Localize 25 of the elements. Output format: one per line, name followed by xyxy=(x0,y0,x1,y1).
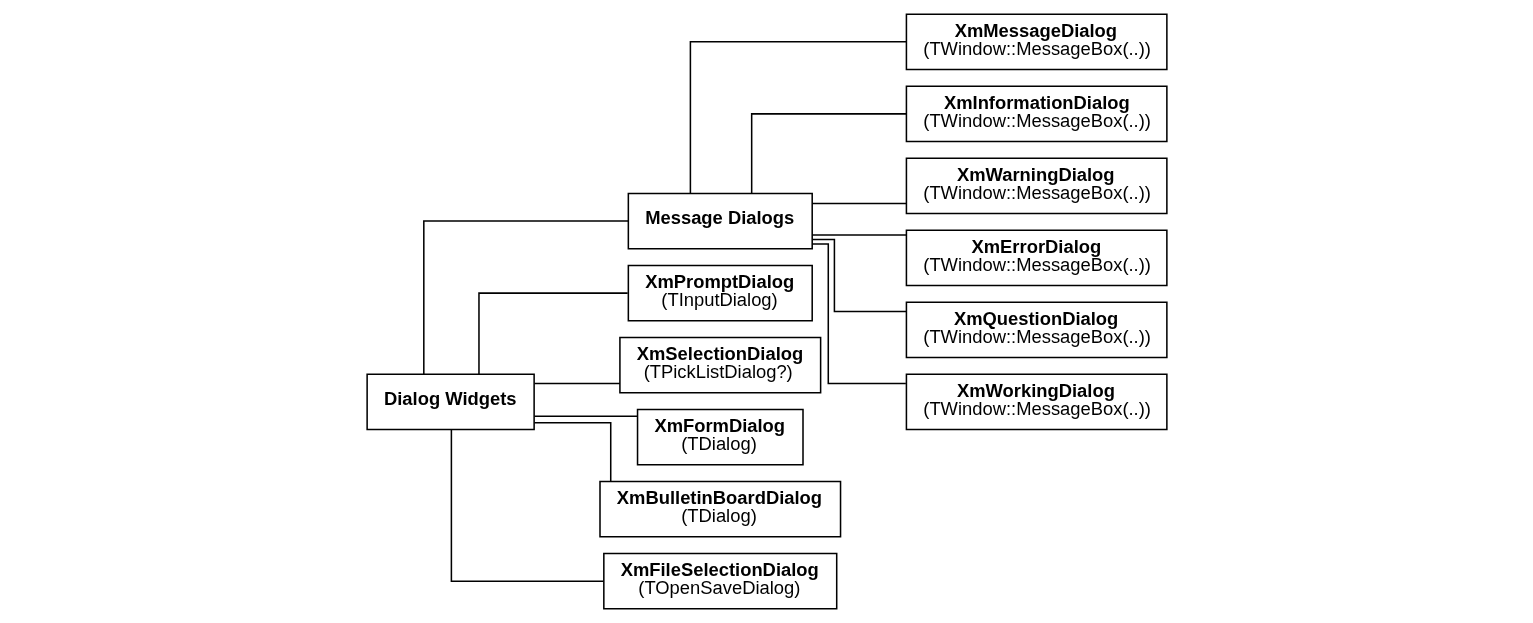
node-box: XmWarningDialog (TWindow::MessageBox(..)) xyxy=(905,157,1168,215)
node-box: Message Dialogs xyxy=(627,192,813,250)
connector xyxy=(811,243,907,385)
connector xyxy=(811,238,907,313)
connector xyxy=(533,422,611,483)
node-box: XmPromptDialog (TInputDialog) xyxy=(627,264,813,322)
node-box: Dialog Widgets xyxy=(365,373,535,431)
node-box: XmBulletinBoardDialog (TDialog) xyxy=(598,480,841,538)
node-box: XmInformationDialog (TWindow::MessageBox(..)) xyxy=(905,85,1168,143)
connector xyxy=(810,202,907,205)
connector xyxy=(689,41,907,195)
node-box: XmFormDialog (TDialog) xyxy=(636,408,804,466)
node-box: XmQuestionDialog (TWindow::MessageBox(..)) xyxy=(905,301,1168,359)
connector xyxy=(477,292,628,375)
node-box: XmWorkingDialog (TWindow::MessageBox(..)) xyxy=(905,373,1168,431)
connector xyxy=(750,113,907,195)
node-box: XmErrorDialog (TWindow::MessageBox(..)) xyxy=(905,229,1168,287)
connector xyxy=(450,428,604,582)
connector xyxy=(533,415,638,417)
connector xyxy=(810,234,907,236)
connector xyxy=(422,220,629,375)
node-box: XmMessageDialog (TWindow::MessageBox(..)) xyxy=(905,13,1168,71)
node-box: XmFileSelectionDialog (TOpenSaveDialog) xyxy=(602,552,837,610)
connector xyxy=(533,382,621,385)
node-box: XmSelectionDialog (TPickListDialog?) xyxy=(618,336,821,394)
